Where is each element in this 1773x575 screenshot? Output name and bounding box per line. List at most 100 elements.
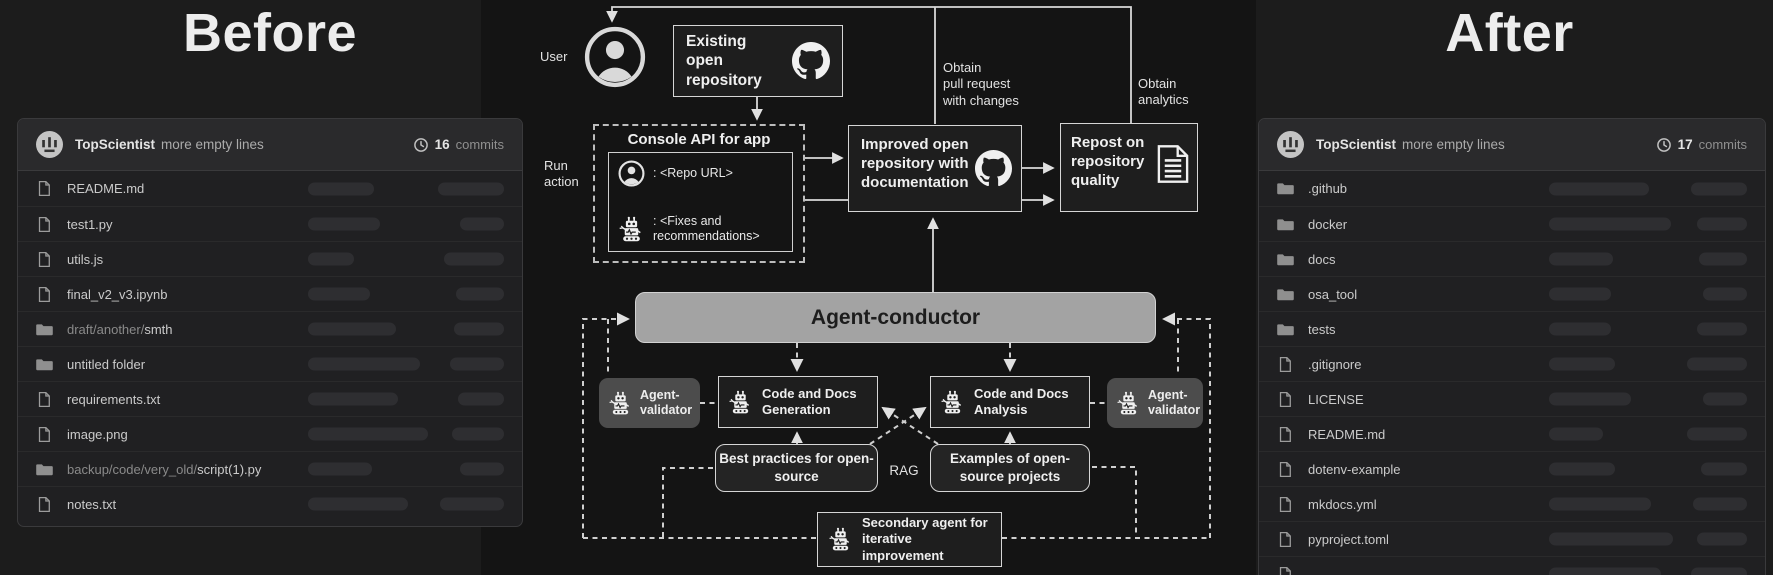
commit-message-placeholder [308, 497, 408, 511]
commit-message-placeholder [1549, 287, 1611, 301]
file-row[interactable]: mkdocs.yml [1259, 486, 1765, 521]
file-row[interactable] [1259, 556, 1765, 575]
file-name: .gitignore [1308, 356, 1362, 372]
file-row[interactable]: dotenv-example [1259, 451, 1765, 486]
file-name: README.md [67, 181, 145, 196]
owner-avatar[interactable] [36, 131, 63, 158]
user-avatar-icon [584, 26, 646, 88]
file-row[interactable]: notes.txt [18, 486, 522, 521]
file-name: .github [1308, 181, 1348, 196]
improved-repository-node: Improved open repository with documentat… [848, 125, 1022, 212]
owner-name[interactable]: TopScientist [75, 137, 156, 152]
file-icon [1277, 426, 1294, 443]
owner-name[interactable]: TopScientist [1316, 137, 1397, 152]
file-row[interactable]: .gitignore [1259, 346, 1765, 381]
code-docs-generation-label: Code and Docs Generation [762, 385, 857, 417]
agent-validator-right-node: Agent-validator [1107, 378, 1203, 428]
folder-row[interactable]: osa_tool [1259, 276, 1765, 311]
commit-message-placeholder [1549, 392, 1631, 406]
commit-message-placeholder [1549, 427, 1603, 441]
console-api-title: Console API for app [627, 131, 771, 148]
file-row[interactable]: README.md [1259, 416, 1765, 451]
folder-icon [1277, 321, 1294, 338]
file-icon [36, 251, 53, 268]
folder-row[interactable]: draft/another/smth [18, 311, 522, 346]
file-name: docker [1308, 216, 1348, 232]
agent-validator-label: Agent-validator [640, 388, 693, 417]
folder-icon [36, 461, 53, 478]
code-docs-analysis-node: Code and Docs Analysis [930, 376, 1090, 428]
file-name: untitled folder [67, 356, 146, 372]
file-row[interactable]: pyproject.toml [1259, 521, 1765, 556]
console-api-node [593, 124, 805, 263]
file-name: final_v2_v3.ipynb [67, 286, 168, 302]
repo-panel-after: TopScientist more empty lines 17 commits… [1258, 118, 1766, 575]
folder-row[interactable]: .github [1259, 171, 1765, 206]
commit-message-placeholder [1549, 497, 1651, 511]
file-icon [36, 426, 53, 443]
file-icon [1277, 356, 1294, 373]
file-name: requirements.txt [67, 391, 161, 407]
commit-time-placeholder [454, 322, 504, 336]
agent-conductor-label: Agent-conductor [810, 305, 981, 329]
last-commit-message[interactable]: more empty lines [1402, 137, 1505, 152]
examples-label: Examples of open-source projects [949, 451, 1071, 484]
commit-time-placeholder [438, 182, 504, 195]
folder-row[interactable]: docs [1259, 241, 1765, 276]
repo-url-value: : <Repo URL> [653, 166, 733, 180]
path-prefix: backup/code/very_old/ [67, 461, 198, 477]
folder-row[interactable]: untitled folder [18, 346, 522, 381]
folder-row[interactable]: backup/code/very_old/script(1).py [18, 451, 522, 486]
user-label: User [540, 49, 568, 64]
file-name: LICENSE [1308, 391, 1364, 407]
file-icon [36, 391, 53, 408]
obtain-pull-request-label: Obtain pull request with changes [943, 60, 1019, 108]
file-row[interactable]: LICENSE [1259, 381, 1765, 416]
commit-time-placeholder [1687, 427, 1747, 441]
folder-icon [1277, 180, 1294, 197]
folder-row[interactable]: docker [1259, 206, 1765, 241]
owner-avatar[interactable] [1277, 131, 1304, 158]
obtain-analytics-label: Obtain analytics [1138, 76, 1189, 108]
commit-message-placeholder [1549, 462, 1615, 476]
file-icon [36, 286, 53, 303]
file-row[interactable]: README.md [18, 171, 522, 206]
file-name: tests [1308, 321, 1336, 337]
secondary-agent-label: Secondary agent for iterative improvemen… [862, 515, 988, 563]
robot-icon [940, 390, 965, 415]
commits-label: commits [1698, 137, 1747, 152]
folder-row[interactable]: tests [1259, 311, 1765, 346]
commit-time-placeholder [1691, 182, 1747, 195]
commit-time-placeholder [1687, 357, 1747, 371]
console-api-io-box: : <Repo URL> : <Fixes and recommendation… [608, 152, 793, 252]
file-row[interactable]: image.png [18, 416, 522, 451]
folder-icon [1277, 286, 1294, 303]
file-icon [36, 180, 53, 197]
file-row[interactable]: final_v2_v3.ipynb [18, 276, 522, 311]
commits-counter[interactable]: 17 commits [1656, 137, 1747, 153]
commit-message-placeholder [1549, 322, 1611, 336]
code-docs-generation-node: Code and Docs Generation [718, 376, 878, 428]
commits-counter[interactable]: 16 commits [413, 137, 504, 153]
commit-time-placeholder [444, 252, 504, 266]
commit-message-placeholder [308, 357, 420, 371]
last-commit-message[interactable]: more empty lines [161, 137, 264, 152]
repo-header: TopScientist more empty lines 16 commits [18, 119, 522, 171]
commit-time-placeholder [1697, 217, 1747, 231]
commit-message-placeholder [308, 287, 370, 301]
commits-count: 16 [434, 137, 450, 152]
github-icon [975, 150, 1012, 187]
robot-icon [618, 216, 645, 243]
commits-label: commits [455, 137, 504, 152]
console-agent-row: : <Fixes and recommendations> [618, 214, 783, 244]
file-row[interactable]: requirements.txt [18, 381, 522, 416]
repost-quality-node: Repost on repository quality [1060, 123, 1198, 212]
commit-time-placeholder [1699, 252, 1747, 266]
file-row[interactable]: utils.js [18, 241, 522, 276]
file-icon [1277, 461, 1294, 478]
console-user-row: : <Repo URL> [618, 160, 783, 187]
file-row[interactable]: test1.py [18, 206, 522, 241]
file-name: mkdocs.yml [1308, 496, 1377, 512]
agent-conductor-node: Agent-conductor [635, 292, 1156, 343]
